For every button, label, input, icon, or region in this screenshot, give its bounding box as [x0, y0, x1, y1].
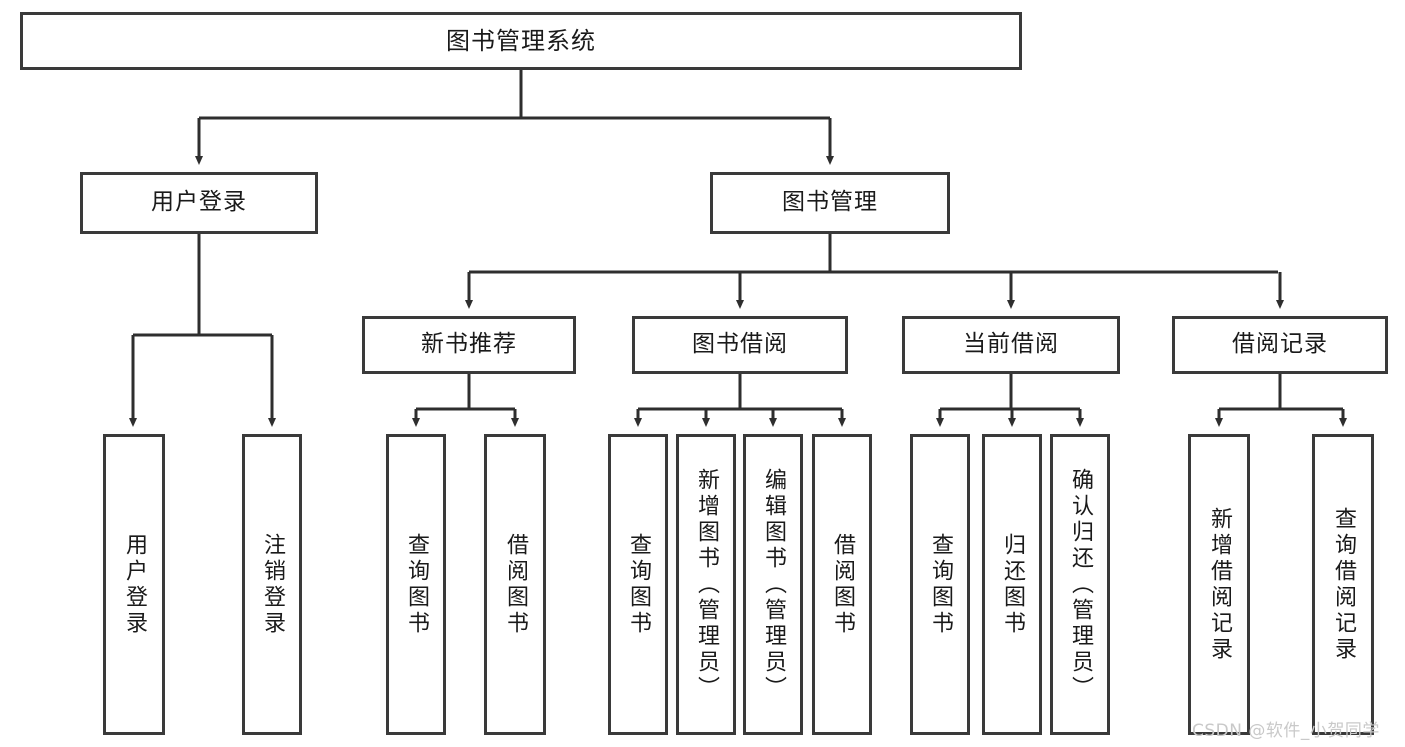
node-level3-1[interactable]: 图书借阅 — [632, 316, 848, 374]
node-label: 新增借阅记录 — [1207, 506, 1232, 663]
node-leaf-9[interactable]: 归还图书 — [982, 434, 1042, 735]
node-level2-0[interactable]: 用户登录 — [80, 172, 318, 234]
node-leaf-0[interactable]: 用户登录 — [103, 434, 165, 735]
node-leaf-5[interactable]: 新增图书（管理员） — [676, 434, 736, 735]
node-leaf-2[interactable]: 查询图书 — [386, 434, 446, 735]
node-label: 查询图书 — [404, 532, 429, 637]
node-level2-1[interactable]: 图书管理 — [710, 172, 950, 234]
node-leaf-1[interactable]: 注销登录 — [242, 434, 302, 735]
csdn-watermark: CSDN @软件_小贺同学 — [1192, 721, 1380, 741]
node-label: 查询借阅记录 — [1331, 506, 1356, 663]
node-root-system[interactable]: 图书管理系统 — [20, 12, 1022, 70]
node-label: 归还图书 — [1000, 532, 1025, 637]
node-label: 当前借阅 — [963, 331, 1059, 358]
node-label: 图书管理系统 — [446, 26, 596, 55]
node-label: 新增图书（管理员） — [694, 467, 719, 702]
node-leaf-11[interactable]: 新增借阅记录 — [1188, 434, 1250, 735]
node-level3-3[interactable]: 借阅记录 — [1172, 316, 1388, 374]
node-level3-0[interactable]: 新书推荐 — [362, 316, 576, 374]
node-label: 借阅图书 — [503, 532, 528, 637]
node-label: 借阅图书 — [830, 532, 855, 637]
node-label: 新书推荐 — [421, 331, 517, 358]
node-label: 用户登录 — [151, 189, 247, 216]
node-label: 用户登录 — [122, 532, 147, 637]
node-leaf-4[interactable]: 查询图书 — [608, 434, 668, 735]
node-label: 借阅记录 — [1232, 331, 1328, 358]
node-leaf-12[interactable]: 查询借阅记录 — [1312, 434, 1374, 735]
node-leaf-10[interactable]: 确认归还（管理员） — [1050, 434, 1110, 735]
node-leaf-6[interactable]: 编辑图书（管理员） — [743, 434, 803, 735]
node-leaf-3[interactable]: 借阅图书 — [484, 434, 546, 735]
node-label: 编辑图书（管理员） — [761, 467, 786, 702]
node-label: 注销登录 — [260, 532, 285, 637]
node-label: 查询图书 — [626, 532, 651, 637]
node-label: 图书借阅 — [692, 331, 788, 358]
node-leaf-8[interactable]: 查询图书 — [910, 434, 970, 735]
node-label: 图书管理 — [782, 189, 878, 216]
node-leaf-7[interactable]: 借阅图书 — [812, 434, 872, 735]
node-label: 查询图书 — [928, 532, 953, 637]
node-level3-2[interactable]: 当前借阅 — [902, 316, 1120, 374]
node-label: 确认归还（管理员） — [1068, 467, 1093, 702]
